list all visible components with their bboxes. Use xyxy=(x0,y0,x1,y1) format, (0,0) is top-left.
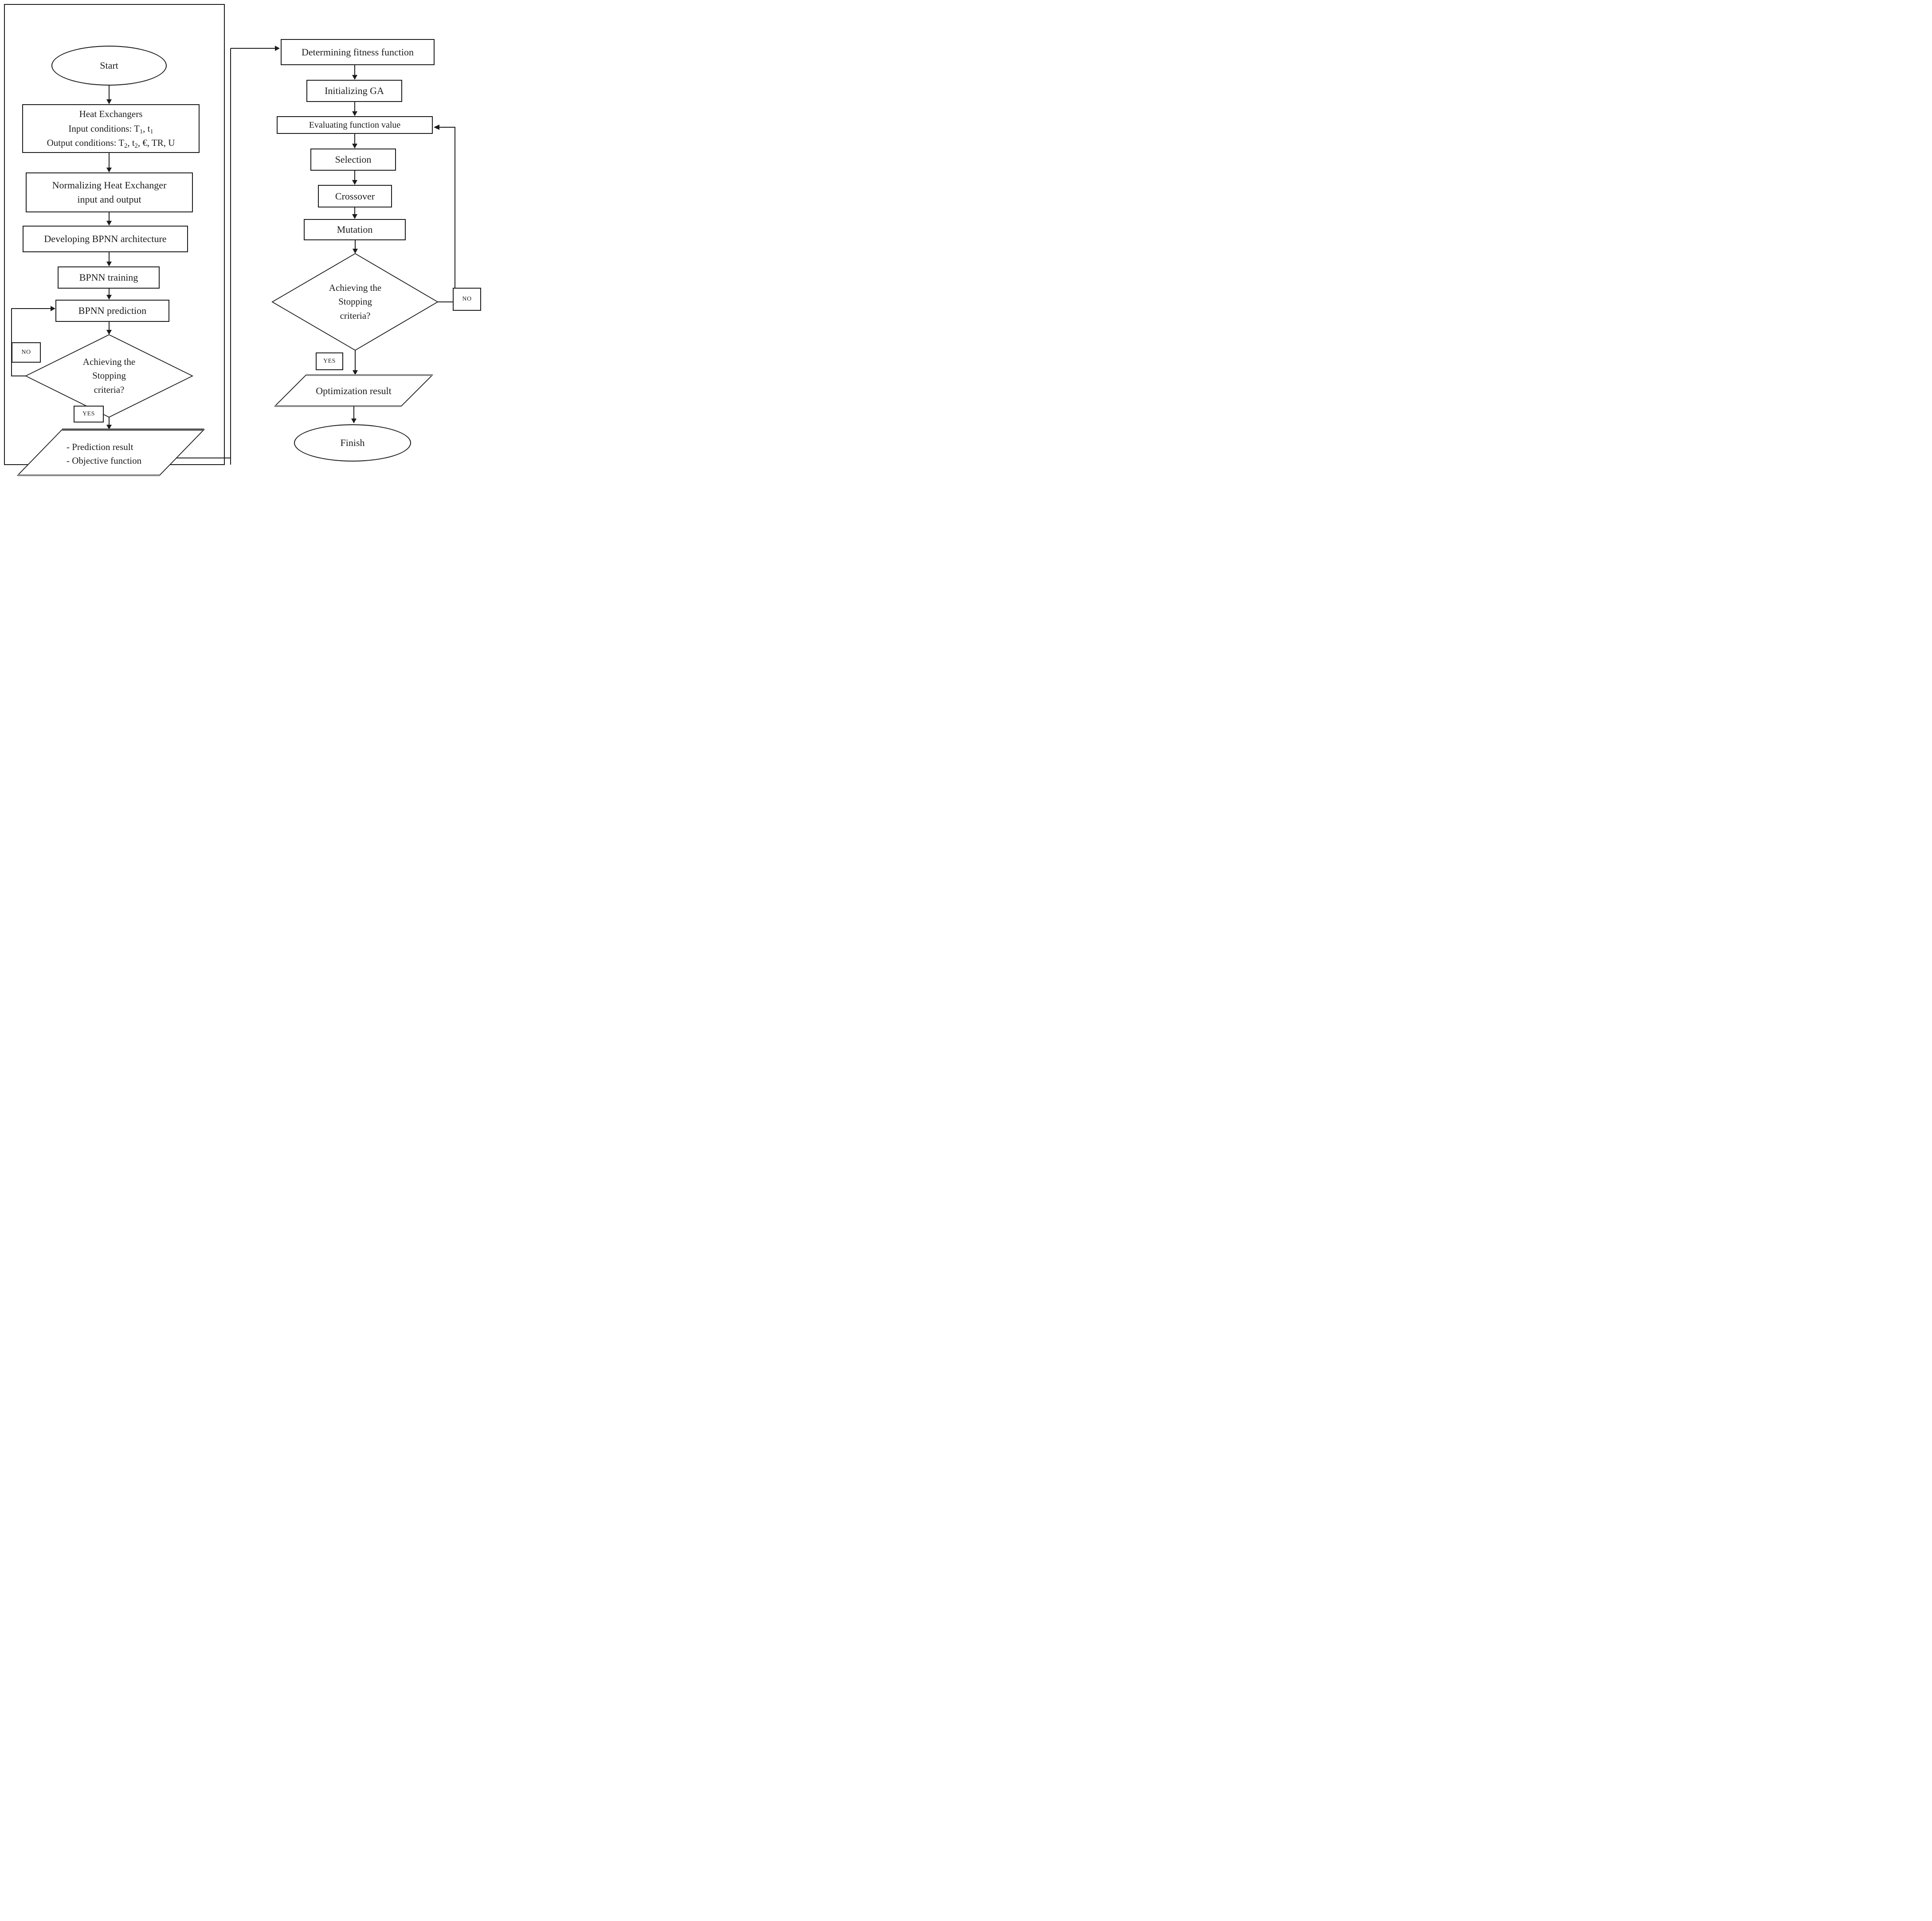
arrowhead-selection-to-crossover xyxy=(352,180,357,185)
bpnn-training-process: BPNN training xyxy=(58,266,160,289)
developing-label: Developing BPNN architecture xyxy=(44,233,167,245)
arrowhead-into-determining xyxy=(275,46,280,51)
mutation-process: Mutation xyxy=(304,219,406,240)
heat-line1: Heat Exchangers xyxy=(79,109,143,120)
right-decision-label: Achieving the Stopping criteria? xyxy=(329,282,382,321)
right-no-label-box: NO xyxy=(453,288,481,311)
result-parallelogram-label: - Prediction result - Objective function xyxy=(67,441,142,466)
prediction-label: BPNN prediction xyxy=(78,305,147,317)
developing-bpnn-process: Developing BPNN architecture xyxy=(23,226,188,252)
arrowhead-determining-to-initializing xyxy=(352,75,357,80)
arrowhead-normalizing-to-developing xyxy=(106,221,112,226)
arrowhead-initializing-to-evaluating xyxy=(352,111,357,116)
selection-process: Selection xyxy=(310,149,396,171)
mutation-label: Mutation xyxy=(337,224,373,235)
arrowhead-optimization-to-finish xyxy=(351,419,357,423)
initializing-label: Initializing GA xyxy=(325,85,384,97)
flowchart-canvas: Start Heat Exchangers Input conditions: … xyxy=(0,0,483,480)
evaluating-label: Evaluating function value xyxy=(309,120,401,130)
arrowhead-heat-to-normalizing xyxy=(106,168,112,172)
arrowhead-start-to-heat xyxy=(106,99,112,104)
arrowhead-crossover-to-mutation xyxy=(352,214,357,219)
left-no-label-box: NO xyxy=(12,342,41,363)
right-no-loop-line xyxy=(439,127,455,288)
arrowhead-yes-to-optimization xyxy=(353,370,358,375)
left-yes-label-box: YES xyxy=(74,406,104,423)
evaluating-function-process: Evaluating function value xyxy=(277,116,433,134)
selection-label: Selection xyxy=(335,154,372,165)
normalizing-line1: Normalizing Heat Exchanger xyxy=(52,180,167,191)
finish-label: Finish xyxy=(340,437,365,449)
arrowhead-prediction-to-decision xyxy=(106,330,112,335)
determining-fitness-process: Determining fitness function xyxy=(281,39,435,65)
arrowhead-evaluating-to-selection xyxy=(352,144,357,149)
arrowhead-yes-to-result xyxy=(106,425,112,430)
arrowhead-no-to-evaluating xyxy=(434,125,439,130)
arrowhead-mutation-to-decision xyxy=(353,249,358,254)
normalizing-process: Normalizing Heat Exchanger input and out… xyxy=(26,172,193,212)
heat-line2: Input conditions: T1, t1 xyxy=(68,123,153,135)
normalizing-line2: input and output xyxy=(77,194,141,205)
start-terminator: Start xyxy=(51,46,167,86)
crossover-process: Crossover xyxy=(318,185,392,207)
bpnn-prediction-process: BPNN prediction xyxy=(55,300,169,322)
heat-exchangers-process: Heat Exchangers Input conditions: T1, t1… xyxy=(22,104,200,153)
crossover-label: Crossover xyxy=(335,190,375,202)
training-label: BPNN training xyxy=(79,272,138,283)
arrowhead-no-to-prediction xyxy=(51,306,55,311)
left-decision-label: Achieving the Stopping criteria? xyxy=(82,356,136,395)
finish-terminator: Finish xyxy=(294,424,411,462)
optimization-parallelogram-label: Optimization result xyxy=(316,385,392,396)
heat-line3: Output conditions: T2, t2, €, TR, U xyxy=(47,137,175,150)
arrowhead-training-to-prediction xyxy=(106,295,112,300)
start-label: Start xyxy=(100,60,118,71)
right-yes-label-box: YES xyxy=(316,352,343,370)
initializing-ga-process: Initializing GA xyxy=(306,80,402,102)
connector-layer xyxy=(11,46,455,476)
determining-label: Determining fitness function xyxy=(302,46,414,58)
arrowhead-developing-to-training xyxy=(106,262,112,266)
